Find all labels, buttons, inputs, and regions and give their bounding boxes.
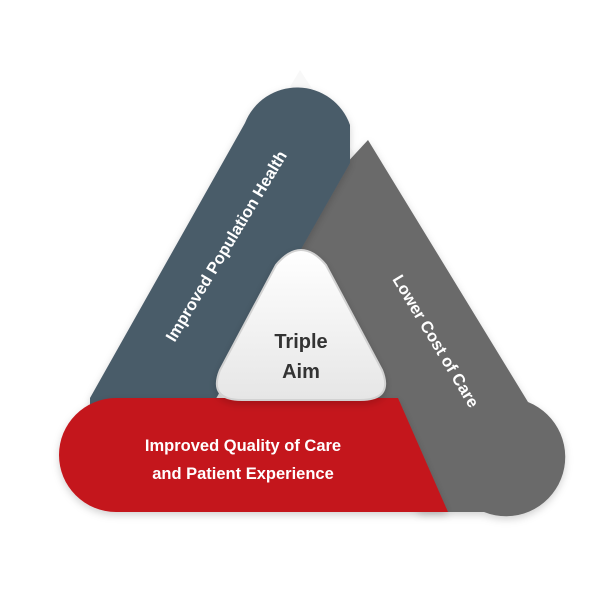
quality-label-line1: Improved Quality of Care: [145, 437, 341, 455]
quality-label-line2: and Patient Experience: [152, 465, 334, 483]
center-label-line2: Aim: [282, 361, 320, 383]
center-triangle: [215, 249, 387, 401]
band-quality-of-care: [59, 398, 448, 512]
band-population-health: [90, 87, 350, 418]
band-lower-cost: [268, 140, 566, 517]
center-label-line1: Triple: [274, 331, 327, 353]
